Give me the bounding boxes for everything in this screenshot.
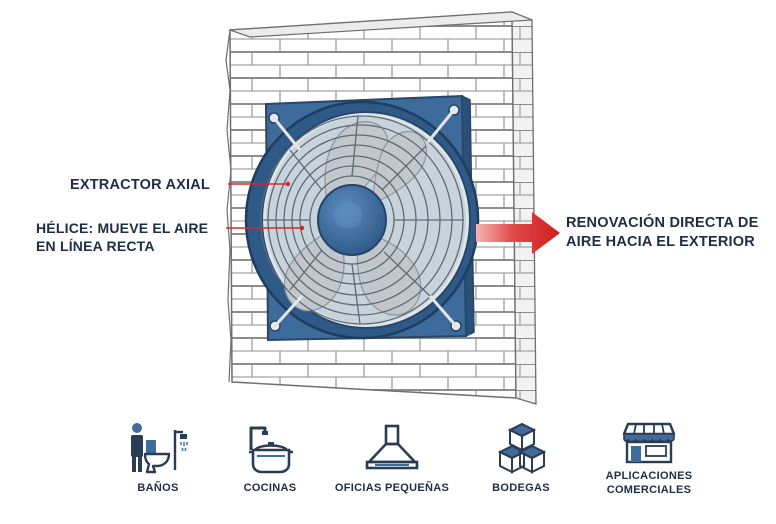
- axial-fan: [244, 94, 480, 342]
- fan-grille: [260, 115, 464, 325]
- storefront-icon: [622, 422, 676, 464]
- cooking-pot-icon: [249, 426, 293, 474]
- application-bodegas: BODEGAS: [451, 420, 591, 496]
- label-renovacion: RENOVACIÓN DIRECTA DE AIRE HACIA EL EXTE…: [566, 215, 759, 250]
- application-label: COCINAS: [243, 482, 297, 494]
- airflow-arrow: [476, 212, 560, 254]
- application-label: OFICIAS PEQUEÑAS: [334, 482, 450, 494]
- application-label: APLICACIONES COMERCIALES: [605, 470, 693, 496]
- application-comerciales: APLICACIONES COMERCIALES: [579, 420, 719, 498]
- label-helice: HÉLICE: MUEVE EL AIRE EN LÍNEA RECTA: [36, 220, 209, 254]
- diagram: EXTRACTOR AXIAL HÉLICE: MUEVE EL AIRE EN…: [36, 11, 759, 405]
- application-banos: BAÑOS: [88, 420, 228, 496]
- application-cocinas: COCINAS: [200, 420, 340, 496]
- application-label: BAÑOS: [137, 482, 179, 494]
- toilet-person-icon: [131, 423, 188, 474]
- stacked-boxes-icon: [497, 422, 547, 474]
- application-label: BODEGAS: [492, 482, 550, 494]
- application-oficinas: OFICIAS PEQUEÑAS: [322, 420, 462, 496]
- fan-wall-illustration: [225, 11, 560, 405]
- label-pointers: [226, 181, 305, 231]
- label-extractor-axial: EXTRACTOR AXIAL: [70, 177, 210, 193]
- applications-row: BAÑOS COCINAS OFICIAS PEQUEÑAS: [0, 420, 776, 520]
- range-hood-icon: [365, 424, 419, 470]
